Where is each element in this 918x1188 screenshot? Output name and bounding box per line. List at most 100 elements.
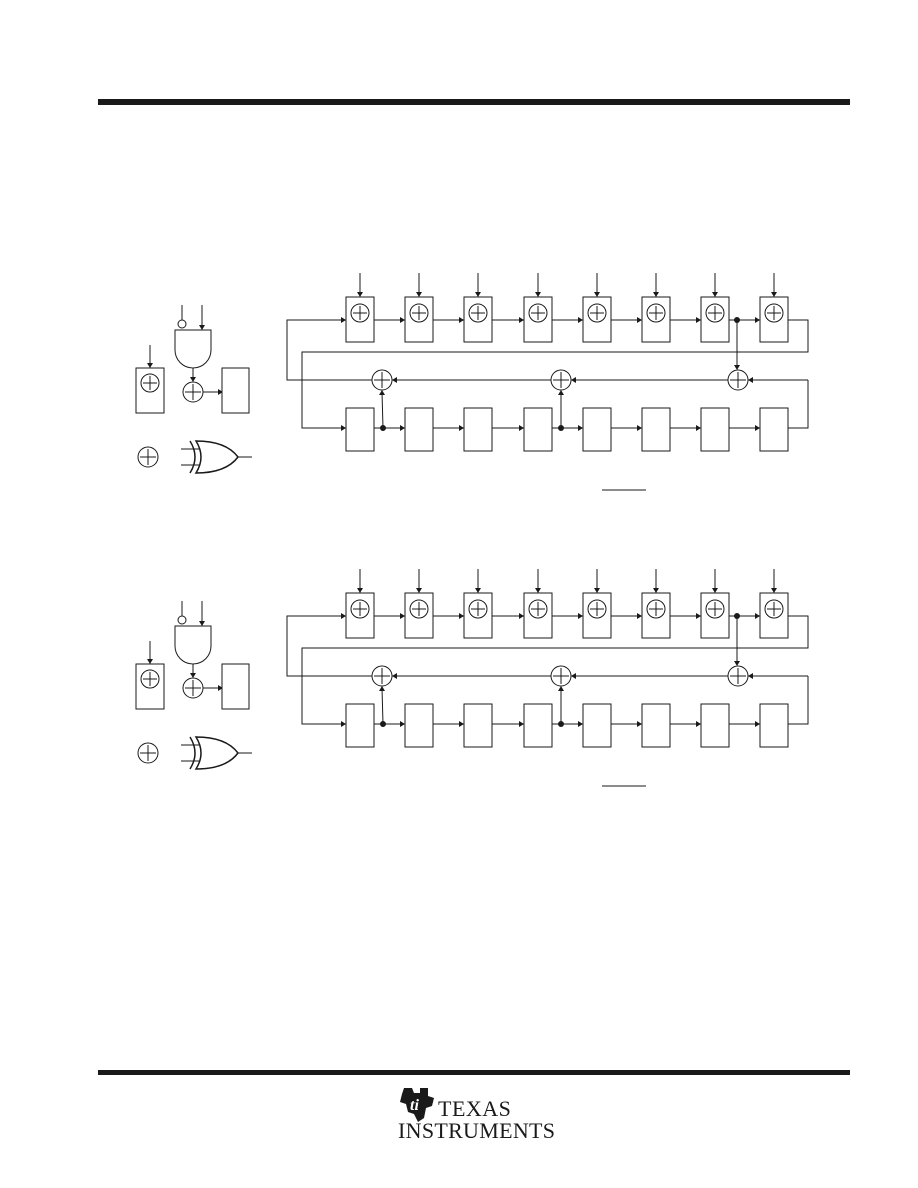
logo-text-line1: TEXAS: [438, 1096, 512, 1121]
arrowhead: [712, 292, 718, 297]
ti-state-logo-icon: ti: [400, 1088, 434, 1122]
arrowhead: [379, 390, 385, 395]
and-gate-icon: [174, 329, 212, 369]
arrowhead: [475, 292, 481, 297]
arrowhead: [218, 685, 223, 691]
xor-gate-icon: [194, 440, 239, 474]
arrowhead: [571, 673, 576, 679]
arrowhead: [519, 317, 524, 323]
register-box: [582, 407, 612, 452]
register-box: [759, 407, 789, 452]
arrowhead: [558, 390, 564, 395]
arrowhead: [199, 325, 205, 330]
arrowhead: [755, 425, 760, 431]
arrowhead: [519, 425, 524, 431]
register-box: [759, 703, 789, 748]
arrowhead: [734, 661, 740, 666]
arrowhead: [696, 613, 701, 619]
feedback-wire: [286, 319, 372, 381]
arrowhead: [594, 588, 600, 593]
arrowhead: [519, 613, 524, 619]
arrowhead: [755, 613, 760, 619]
wire: [381, 687, 384, 725]
register-box: [221, 663, 250, 710]
ti-logo: ti TEXAS INSTRUMENTS: [396, 1084, 556, 1144]
arrowhead: [190, 377, 196, 382]
arrowhead: [748, 377, 753, 383]
arrowhead: [653, 588, 659, 593]
xor-gate-icon: [194, 736, 239, 770]
arrowhead: [459, 425, 464, 431]
arrowhead: [696, 425, 701, 431]
arrowhead: [637, 425, 642, 431]
arrowhead: [755, 721, 760, 727]
register-box: [345, 703, 375, 748]
register-box: [700, 703, 730, 748]
feedback-wire: [788, 380, 809, 429]
arrowhead: [535, 588, 541, 593]
arrowhead: [578, 613, 583, 619]
register-box: [700, 407, 730, 452]
top-rule: [98, 99, 850, 105]
feedback-wire: [301, 615, 809, 725]
register-box: [463, 407, 493, 452]
arrowhead: [712, 588, 718, 593]
arrowhead: [357, 588, 363, 593]
feedback-wire: [788, 676, 809, 725]
arrowhead: [357, 292, 363, 297]
arrowhead: [637, 721, 642, 727]
svg-text:ti: ti: [410, 1097, 419, 1114]
arrowhead: [637, 317, 642, 323]
register-box: [345, 407, 375, 452]
register-box: [404, 703, 434, 748]
register-box: [221, 367, 250, 414]
register-box: [641, 407, 671, 452]
arrowhead: [416, 588, 422, 593]
arrowhead: [558, 686, 564, 691]
arrowhead: [571, 377, 576, 383]
arrowhead: [475, 588, 481, 593]
arrowhead: [400, 317, 405, 323]
arrowhead: [459, 317, 464, 323]
feedback-wire: [286, 615, 372, 677]
arrowhead: [400, 721, 405, 727]
arrowhead: [459, 721, 464, 727]
arrowhead: [696, 317, 701, 323]
arrowhead: [147, 363, 153, 368]
register-box: [404, 407, 434, 452]
arrowhead: [755, 317, 760, 323]
arrowhead: [147, 659, 153, 664]
arrowhead: [771, 292, 777, 297]
arrowhead: [459, 613, 464, 619]
arrowhead: [199, 621, 205, 626]
register-box: [463, 703, 493, 748]
arrowhead: [341, 721, 346, 727]
arrowhead: [341, 425, 346, 431]
arrowhead: [341, 613, 346, 619]
arrowhead: [535, 292, 541, 297]
register-box: [523, 703, 553, 748]
and-gate-icon: [174, 625, 212, 665]
arrowhead: [696, 721, 701, 727]
feedback-wire: [301, 319, 809, 429]
arrowhead: [392, 377, 397, 383]
arrowhead: [734, 365, 740, 370]
wire: [381, 391, 384, 429]
xor-gate-icon: [189, 440, 196, 474]
arrowhead: [637, 613, 642, 619]
arrowhead: [771, 588, 777, 593]
arrowhead: [578, 425, 583, 431]
xor-gate-icon: [189, 736, 196, 770]
diagram-lower: [135, 569, 809, 787]
arrowhead: [400, 613, 405, 619]
arrowhead: [392, 673, 397, 679]
register-box: [641, 703, 671, 748]
bottom-rule: [98, 1070, 850, 1075]
register-box: [523, 407, 553, 452]
logo-text-line2: INSTRUMENTS: [398, 1118, 556, 1143]
diagram-upper: [135, 273, 809, 491]
arrowhead: [748, 673, 753, 679]
arrowhead: [578, 317, 583, 323]
arrowhead: [379, 686, 385, 691]
arrowhead: [594, 292, 600, 297]
